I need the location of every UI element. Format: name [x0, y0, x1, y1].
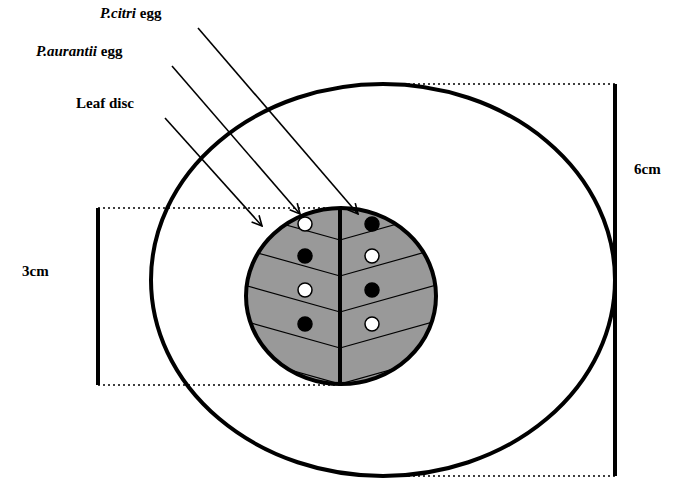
- dimension-label: 3cm: [22, 262, 49, 280]
- petri-dish: [151, 84, 615, 476]
- leaf-disc: [246, 208, 436, 384]
- dimension-6cm: [383, 84, 615, 476]
- dimension-3cm: [98, 208, 340, 385]
- eggs: [298, 217, 379, 331]
- species-label: P.aurantii egg: [36, 42, 122, 60]
- part-label: Leaf disc: [76, 94, 134, 112]
- midrib: [338, 208, 342, 384]
- dimension-label: 6cm: [634, 160, 661, 178]
- species-label: P.citri egg: [100, 4, 161, 22]
- leader-arrows: [165, 28, 358, 226]
